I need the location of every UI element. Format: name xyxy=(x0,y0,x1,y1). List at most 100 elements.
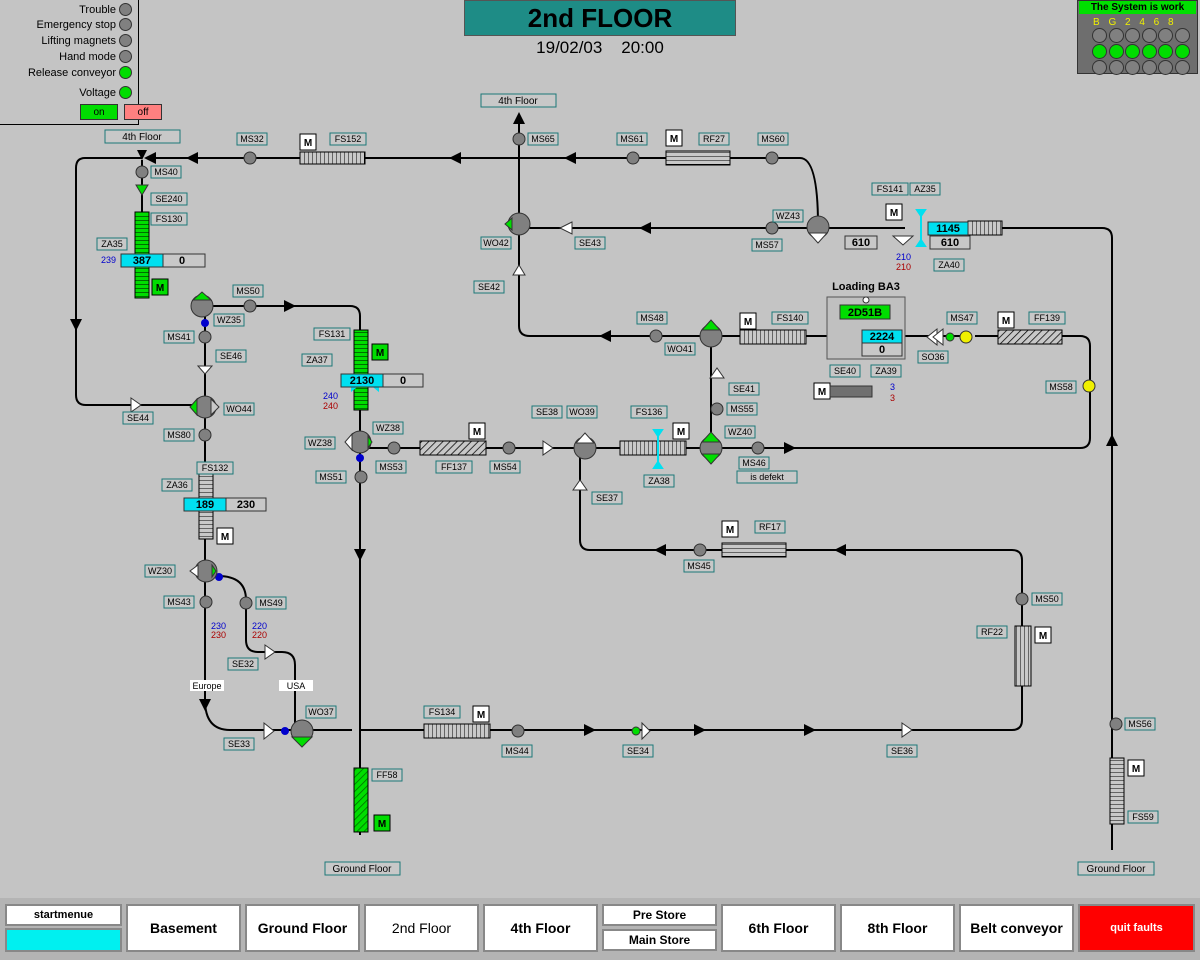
sensor-ms50[interactable] xyxy=(243,299,257,313)
startmenue-button[interactable]: startmenue xyxy=(5,904,122,926)
legend-emergency-stop: Emergency stop xyxy=(37,18,132,31)
sensor-ms40[interactable] xyxy=(135,165,149,179)
switch-wo37[interactable] xyxy=(290,719,314,748)
motor-fs152[interactable]: M xyxy=(299,133,317,151)
se-se42[interactable] xyxy=(512,264,526,276)
strip-fs59[interactable] xyxy=(1109,757,1125,825)
sensor-ms46[interactable] xyxy=(751,441,765,455)
se-se44[interactable] xyxy=(130,397,142,413)
strip-fs131[interactable] xyxy=(353,329,369,411)
sensor-ms80[interactable] xyxy=(198,428,212,442)
motor-fs136[interactable]: M xyxy=(672,422,690,440)
sensor-ms61[interactable] xyxy=(626,151,640,165)
sensor-ms53[interactable] xyxy=(387,441,401,455)
nav-2nd-floor-button[interactable]: 2nd Floor xyxy=(364,904,479,952)
motor-ff139[interactable]: M xyxy=(997,311,1015,329)
loading-station[interactable]: Loading BA3 2D51B 2224 0 xyxy=(826,281,906,360)
strip-rf17[interactable] xyxy=(721,542,787,558)
motor-fs131[interactable]: M xyxy=(371,343,389,361)
strip-ff58[interactable] xyxy=(353,767,369,833)
nav-6th-floor-button[interactable]: 6th Floor xyxy=(721,904,836,952)
nav-4th-floor-button[interactable]: 4th Floor xyxy=(483,904,598,952)
loading-code: 2D51B xyxy=(848,307,882,319)
sensor-ms57[interactable] xyxy=(765,221,779,235)
se-se36[interactable] xyxy=(901,722,913,738)
strip-fs134[interactable] xyxy=(423,723,491,739)
strip-fs152[interactable] xyxy=(299,151,366,165)
strip-ff137[interactable] xyxy=(419,440,487,456)
sensor-ms55[interactable] xyxy=(710,402,724,416)
sensor-ms47[interactable] xyxy=(959,330,973,344)
se-se46[interactable] xyxy=(196,365,214,375)
sensor-ms41[interactable] xyxy=(198,330,212,344)
sensor-ms60[interactable] xyxy=(765,151,779,165)
strip-rf22[interactable] xyxy=(1014,625,1032,687)
sensor-so36[interactable] xyxy=(945,332,955,342)
switch-wz30[interactable] xyxy=(189,559,218,583)
motor-fs130[interactable]: M xyxy=(151,278,169,296)
off-button[interactable]: off xyxy=(124,104,162,120)
strip-rf27[interactable] xyxy=(665,150,731,166)
se-se43[interactable] xyxy=(558,221,573,235)
sensor-ms32[interactable] xyxy=(243,151,257,165)
motor-ff137[interactable]: M xyxy=(468,422,486,440)
floor-label-4th-top[interactable]: 4th Floor xyxy=(480,93,557,108)
sensor-ms65[interactable] xyxy=(512,132,526,146)
floor-label-ground-right[interactable]: Ground Floor xyxy=(1077,861,1155,876)
floor-label-4th-left[interactable]: 4th Floor xyxy=(104,129,181,144)
motor-fs141[interactable]: M xyxy=(885,203,903,221)
sensor-ms49[interactable] xyxy=(239,596,253,610)
switch-wo39[interactable] xyxy=(573,432,597,460)
sensor-ms45[interactable] xyxy=(693,543,707,557)
switch-wz43[interactable] xyxy=(806,215,830,244)
se-se37[interactable] xyxy=(572,479,588,491)
se-se41[interactable] xyxy=(709,367,725,379)
sensor-ms44[interactable] xyxy=(511,724,525,738)
switch-ms40-down[interactable] xyxy=(135,150,149,196)
motor-rf17[interactable]: M xyxy=(721,520,739,538)
se-se33[interactable] xyxy=(263,721,275,741)
switch-wz40[interactable] xyxy=(699,431,723,465)
motor-fs140[interactable]: M xyxy=(739,312,757,330)
motor-rf27[interactable]: M xyxy=(665,129,683,147)
motor-loading[interactable]: M xyxy=(813,382,831,400)
sensor-ms48[interactable] xyxy=(649,329,663,343)
switch-wz38[interactable] xyxy=(344,430,373,454)
sensor-ms43[interactable] xyxy=(199,595,213,609)
nav-ground-floor-button[interactable]: Ground Floor xyxy=(245,904,360,952)
sensor-ms51[interactable] xyxy=(354,470,368,484)
nav-belt-conveyor-button[interactable]: Belt conveyor xyxy=(959,904,1074,952)
motor-ff58[interactable]: M xyxy=(373,814,391,832)
strip-fs140[interactable] xyxy=(739,329,807,345)
se-se32[interactable] xyxy=(264,644,276,660)
switch-wo44[interactable] xyxy=(189,395,220,419)
motor-fs132[interactable]: M xyxy=(216,527,234,545)
motor-fs134[interactable]: M xyxy=(472,705,490,723)
system-indicator xyxy=(1125,28,1140,43)
sensor-ms54[interactable] xyxy=(502,441,516,455)
se-se34[interactable] xyxy=(641,721,651,741)
sensor-ms50b[interactable] xyxy=(1015,592,1029,606)
motor-rf22[interactable]: M xyxy=(1034,626,1052,644)
strip-fs136[interactable] xyxy=(619,440,687,456)
sensor-ms58[interactable] xyxy=(1082,379,1096,393)
quit-faults-button[interactable]: quit faults xyxy=(1078,904,1195,952)
switch-za40-down[interactable] xyxy=(891,235,915,246)
sensor-se34[interactable] xyxy=(631,726,641,736)
nav-basement-button[interactable]: Basement xyxy=(126,904,241,952)
se-so36b[interactable] xyxy=(932,327,944,347)
nav-main-store-button[interactable]: Main Store xyxy=(602,929,717,951)
nav-8th-floor-button[interactable]: 8th Floor xyxy=(840,904,955,952)
sensor-ms56[interactable] xyxy=(1109,717,1123,731)
floor-label-ground-mid[interactable]: Ground Floor xyxy=(324,861,401,876)
svg-text:MS80: MS80 xyxy=(167,430,191,440)
switch-wo41[interactable] xyxy=(699,319,723,348)
motor-fs59[interactable]: M xyxy=(1127,759,1145,777)
strip-ff139[interactable] xyxy=(997,329,1063,345)
se-se38[interactable] xyxy=(542,440,554,456)
switch-wo42[interactable] xyxy=(504,212,531,236)
nav-pre-store-button[interactable]: Pre Store xyxy=(602,904,717,926)
on-button[interactable]: on xyxy=(80,104,118,120)
switch-wz35[interactable] xyxy=(190,291,214,318)
strip-fs141[interactable] xyxy=(967,220,1003,236)
